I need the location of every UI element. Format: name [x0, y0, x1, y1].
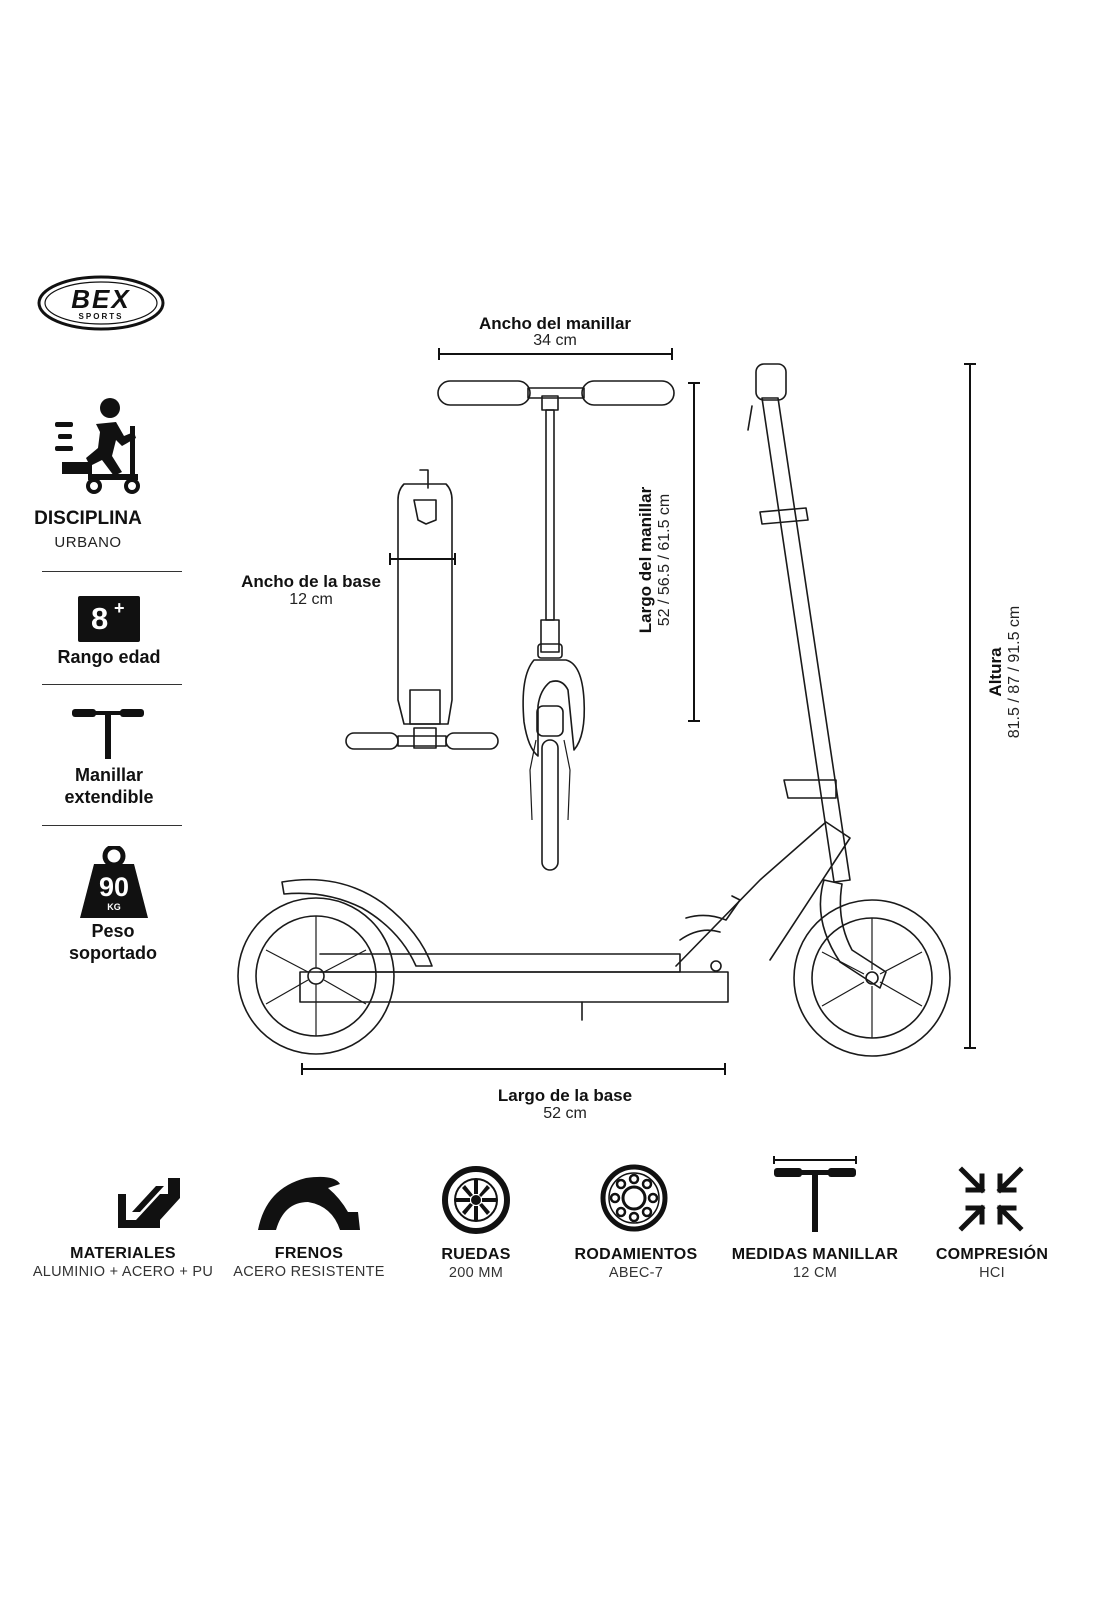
height-dimension	[964, 363, 976, 1049]
feature-title: FRENOS	[274, 1245, 344, 1262]
handlebar-width-label: Ancho del manillar	[478, 314, 632, 333]
feature-brakes: FRENOS ACERO RESISTENTE	[214, 1245, 404, 1280]
handlebar-feature-line2: extendible	[64, 787, 154, 807]
handlebar-length-value: 52 / 56.5 / 61.5 cm	[656, 493, 673, 627]
base-width-label: Ancho de la base	[241, 572, 381, 591]
t-bar-icon	[70, 705, 146, 761]
feature-bearings: RODAMIENTOS ABEC-7	[541, 1246, 731, 1281]
sidebar-divider	[42, 825, 182, 826]
feature-subtitle: 12 CM	[792, 1265, 838, 1281]
scooter-rider-icon	[52, 396, 144, 496]
feature-subtitle: HCI	[979, 1265, 1005, 1281]
fender-brake-icon	[258, 1176, 360, 1230]
feature-subtitle: ABEC-7	[608, 1265, 664, 1281]
sidebar-divider	[42, 684, 182, 685]
weight-label-line2: soportado	[69, 943, 157, 963]
age-badge: 8 +	[78, 596, 140, 642]
weight-label-line1: Peso	[91, 921, 135, 941]
age-badge-plus: +	[114, 598, 125, 618]
front-view-scooter	[437, 380, 675, 871]
height-value: 81.5 / 87 / 91.5 cm	[1006, 605, 1023, 739]
height-label-group: Altura 81.5 / 87 / 91.5 cm	[986, 572, 1030, 772]
feature-compression: COMPRESIÓN HCI	[897, 1246, 1087, 1281]
handlebar-measure-icon	[773, 1156, 857, 1232]
brand-logo-text: BEX	[71, 284, 131, 314]
base-length-value: 52 cm	[543, 1105, 587, 1122]
handlebar-length-dimension	[688, 382, 700, 722]
bearing-icon	[600, 1164, 668, 1232]
sidebar-divider	[42, 571, 182, 572]
feature-title: COMPRESIÓN	[935, 1246, 1049, 1263]
handlebar-feature-line1: Manillar	[74, 765, 144, 785]
side-view-scooter	[237, 363, 951, 1057]
feature-wheels: RUEDAS 200 MM	[381, 1246, 571, 1281]
feature-handlebar-size: MEDIDAS MANILLAR 12 CM	[720, 1246, 910, 1281]
discipline-value: URBANO	[54, 534, 122, 551]
compression-arrows-icon	[958, 1166, 1024, 1232]
wheel-icon	[442, 1166, 510, 1234]
base-length-dimension	[301, 1063, 726, 1075]
feature-title: RODAMIENTOS	[574, 1246, 698, 1263]
brand-logo: BEX SPORTS	[36, 274, 166, 332]
deck-top-view	[345, 469, 499, 750]
handlebar-length-label: Largo del manillar	[636, 486, 655, 634]
weight-icon: 90 KG	[78, 844, 150, 920]
feature-subtitle: ALUMINIO + ACERO + PU	[32, 1264, 214, 1280]
weight-unit: KG	[107, 902, 121, 912]
aluminum-profile-icon	[118, 1178, 180, 1228]
age-badge-number: 8	[91, 601, 109, 636]
age-label: Rango edad	[57, 647, 161, 667]
handlebar-width-value: 34 cm	[533, 332, 577, 349]
base-width-value: 12 cm	[289, 591, 333, 608]
feature-subtitle: 200 MM	[448, 1265, 504, 1281]
brand-logo-subtext: SPORTS	[78, 312, 124, 321]
feature-title: RUEDAS	[441, 1246, 511, 1263]
feature-subtitle: ACERO RESISTENTE	[233, 1264, 385, 1280]
handlebar-width-dimension	[438, 348, 673, 360]
handlebar-length-label-group: Largo del manillar 52 / 56.5 / 61.5 cm	[636, 460, 680, 660]
height-label: Altura	[986, 647, 1005, 697]
feature-title: MEDIDAS MANILLAR	[731, 1246, 899, 1263]
base-length-label: Largo de la base	[497, 1086, 633, 1105]
discipline-title: DISCIPLINA	[34, 508, 142, 529]
weight-value: 90	[98, 872, 130, 902]
feature-title: MATERIALES	[70, 1245, 176, 1262]
feature-materials: MATERIALES ALUMINIO + ACERO + PU	[28, 1245, 218, 1280]
